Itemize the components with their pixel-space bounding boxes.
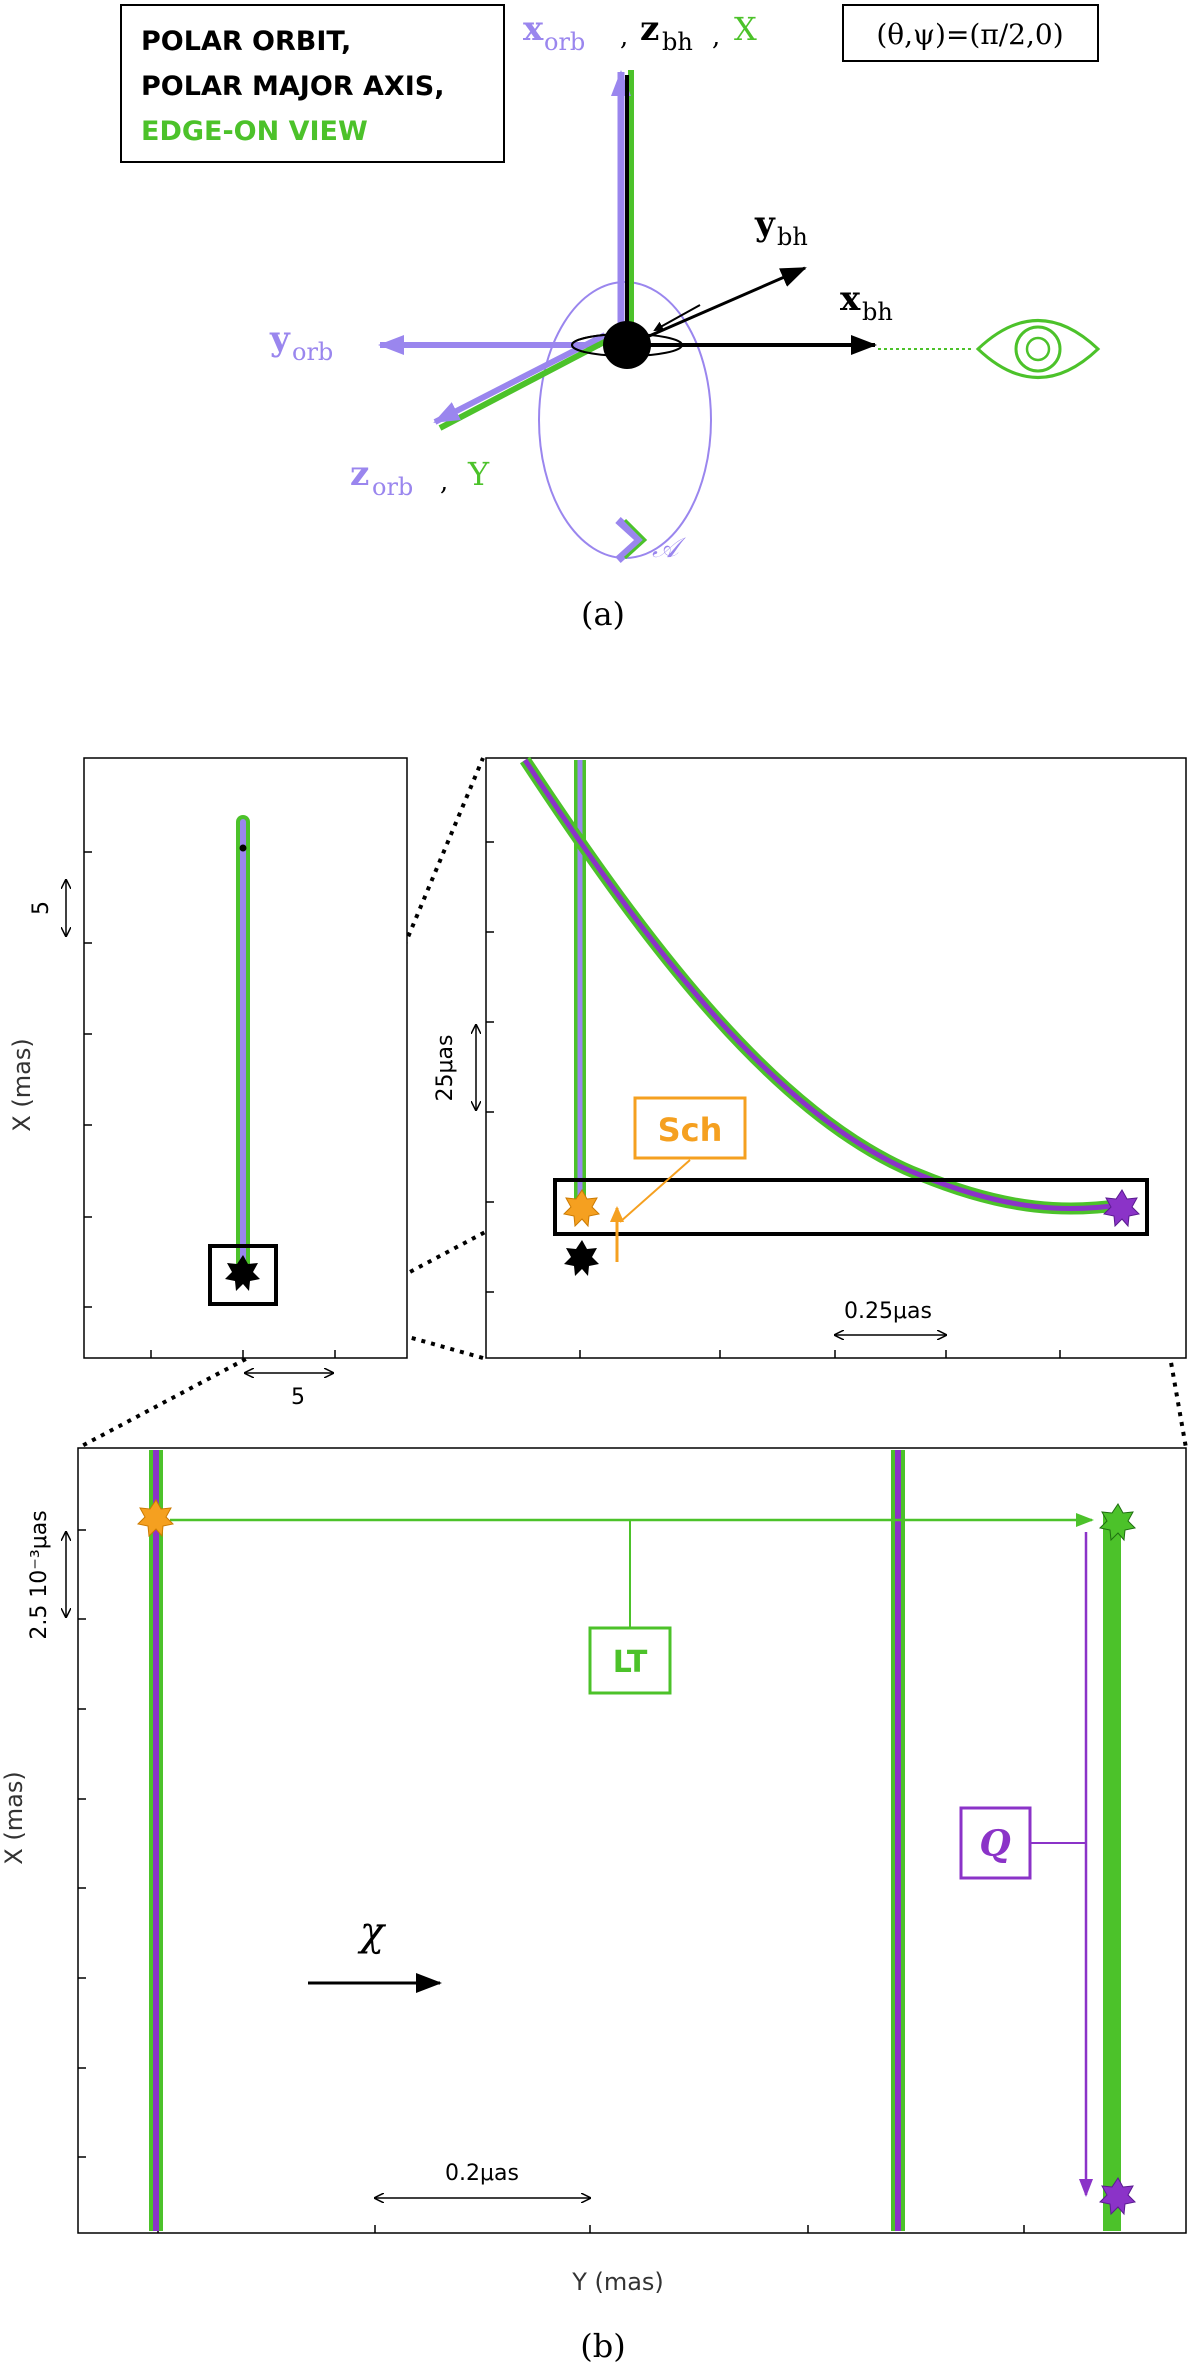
tl-zoom-box: [208, 1244, 278, 1306]
y-bh-axis: [639, 266, 807, 342]
label-y-orb-sub: orb: [292, 338, 333, 366]
b-lt-label: LT: [613, 1645, 648, 1680]
top-left-ticks: [84, 851, 336, 1358]
label-x-bh-sub: bh: [862, 298, 893, 326]
b-ylabel: X (mas): [0, 1771, 28, 1864]
tr-scale-v-label: 25μas: [433, 1035, 458, 1102]
orbit-label: 𝒜: [652, 531, 686, 564]
tr-black-star: [564, 1240, 599, 1276]
label-z-bh-sub: bh: [662, 28, 693, 56]
label-sep-3: ,: [440, 467, 448, 497]
tl-source-dot: [239, 844, 247, 852]
eye-pupil: [1025, 336, 1051, 362]
b-scale-v-label: 2.5 10⁻³μas: [27, 1510, 52, 1639]
caption-b: (b): [580, 2327, 625, 2365]
tl-scale-v-label: 5: [29, 901, 54, 915]
bottom-plot: LT Q χ 2.5 10⁻³μas 0.2μas X (mas) Y (mas…: [0, 1447, 1187, 2296]
label-y-bh: y bh: [754, 204, 808, 251]
b-lt-box: [588, 1626, 672, 1695]
label-z-orb-base: z: [350, 454, 369, 494]
eye-iris: [1014, 325, 1062, 373]
top-right-plot: Sch 25μas 0.25μas: [433, 756, 1187, 1359]
b-scale-h-label: 0.2μas: [445, 2161, 519, 2186]
b-purple-star: [1098, 2177, 1137, 2216]
eye-outline: [975, 319, 1101, 379]
b-xlabel: Y (mas): [571, 2268, 664, 2296]
z-orb-axis-green: [438, 337, 610, 431]
label-z-bh-base: z: [640, 9, 659, 49]
top-left-plot: X (mas) 5 5: [8, 757, 408, 1410]
tr-zoom-box: [553, 1178, 1149, 1236]
panel-b: X (mas) 5 5: [0, 756, 1188, 2365]
label-y-bh-base: y: [754, 204, 776, 244]
tr-orange-star: [562, 1189, 601, 1228]
b-chi-label: χ: [357, 1909, 387, 1955]
angle-label: (θ,ψ)=(π/2,0): [876, 18, 1063, 51]
angle-box: [842, 4, 1099, 62]
b-q-label: Q: [979, 1823, 1010, 1865]
top-right-frame: [485, 757, 1187, 1359]
label-z-orb: z orb , Y: [350, 454, 490, 501]
top-right-ticks: [486, 841, 1061, 1358]
eye-icon: [975, 319, 1101, 379]
bottom-ticks: [78, 1529, 1025, 2233]
orbit-direction-marker-green: [623, 518, 648, 560]
panel-a: POLAR ORBIT, POLAR MAJOR AXIS, EDGE-ON V…: [120, 4, 1101, 633]
label-x-bh-base: x: [840, 279, 861, 319]
tr-sch-box: [633, 1096, 747, 1160]
tl-black-star: [225, 1255, 260, 1291]
b-orange-star: [136, 1499, 175, 1538]
tl-ylabel: X (mas): [8, 1038, 36, 1131]
tl-scale-h-label: 5: [291, 1385, 305, 1410]
label-x-orb: x orb , z bh , X: [523, 9, 757, 56]
label-sep-1: ,: [620, 22, 628, 52]
orbit-direction-marker: [615, 517, 646, 563]
spin-arrow: [653, 304, 701, 331]
label-y-bh-sub: bh: [777, 223, 808, 251]
tr-purple-star: [1102, 1189, 1141, 1228]
label-x-bh: x bh: [840, 279, 893, 326]
b-q-box: [959, 1806, 1032, 1880]
legend-line-1: POLAR ORBIT,: [141, 26, 351, 57]
label-Y: Y: [467, 455, 490, 493]
black-hole: [603, 321, 651, 369]
tr-sch-connector: [619, 1159, 691, 1223]
label-z-orb-sub: orb: [372, 473, 413, 501]
tr-scale-h-label: 0.25μas: [844, 1299, 932, 1324]
caption-a: (a): [581, 595, 625, 633]
label-y-orb: y orb: [269, 319, 333, 366]
tr-sch-label: Sch: [658, 1111, 723, 1149]
legend-line-3: EDGE-ON VIEW: [141, 116, 368, 147]
tr-curve-track-grey: [522, 758, 1121, 1212]
label-sep-2: ,: [712, 22, 720, 52]
spin-ring-front: [571, 333, 683, 357]
label-x-orb-base: x: [523, 9, 544, 49]
b-green-star: [1098, 1503, 1137, 1542]
legend-line-2: POLAR MAJOR AXIS,: [141, 71, 444, 102]
label-X: X: [734, 10, 757, 48]
legend-box: [120, 4, 505, 163]
label-x-orb-sub: orb: [544, 28, 585, 56]
label-y-orb-base: y: [269, 319, 291, 359]
z-orb-axis-lavender: [433, 332, 607, 425]
